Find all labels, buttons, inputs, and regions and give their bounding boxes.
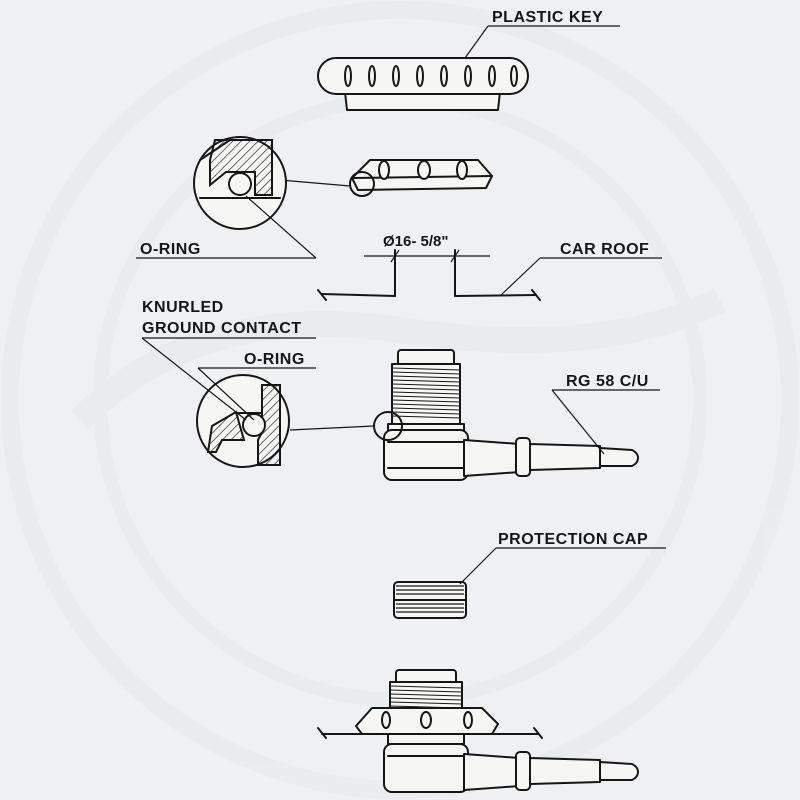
plastic-key-leader <box>464 25 489 59</box>
nut-part <box>349 159 493 197</box>
cable-label: RG 58 C/U <box>566 373 649 390</box>
thread-lines <box>391 367 461 419</box>
nut-detail-leader <box>279 179 351 187</box>
plastic-key-part <box>317 57 529 111</box>
knurled-label-line2: GROUND CONTACT <box>142 320 302 337</box>
dimension-marker <box>364 249 490 297</box>
o-ring-upper-leader <box>245 195 317 259</box>
car-roof-leader <box>499 257 541 297</box>
upper-detail-circle <box>193 136 287 230</box>
plastic-key-slots <box>344 65 518 87</box>
knurled-label-line1: KNURLED <box>142 299 224 316</box>
car-roof-panel <box>317 289 541 301</box>
o-ring-lower-label: O-RING <box>244 351 305 368</box>
protection-cap-leader <box>459 547 497 585</box>
knurled-contact-leader <box>141 337 247 421</box>
protection-cap-label: PROTECTION CAP <box>498 531 648 548</box>
base-connector-part <box>373 349 639 481</box>
base-detail-leader <box>289 425 375 431</box>
protection-cap-part <box>393 581 467 619</box>
plastic-key-label: PLASTIC KEY <box>492 9 603 26</box>
o-ring-lower-leader <box>197 367 255 421</box>
lower-detail-circle <box>196 374 290 468</box>
cable-leader <box>551 389 605 455</box>
car-roof-label: CAR ROOF <box>560 241 649 258</box>
cap-knurl-lines <box>396 585 464 613</box>
assembled-mount <box>317 669 639 793</box>
o-ring-upper-label: O-RING <box>140 241 201 258</box>
dimension-label: Ø16- 5/8" <box>383 233 448 250</box>
